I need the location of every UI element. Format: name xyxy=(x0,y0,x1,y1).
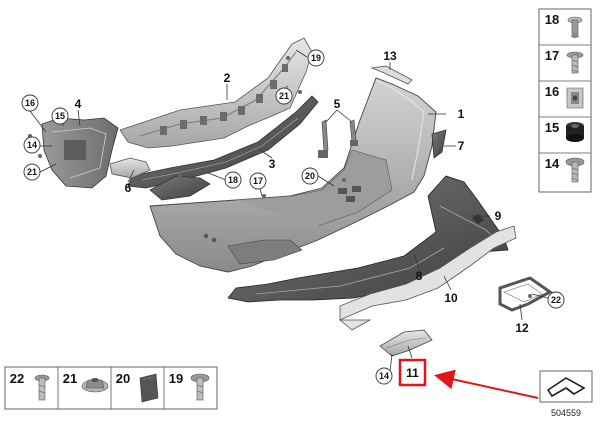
part-carrier-strip xyxy=(127,95,319,189)
callout-14b: 14 xyxy=(379,371,389,381)
nut-icon xyxy=(81,378,109,393)
legend-right: 18 17 16 15 14 xyxy=(538,8,592,193)
callout-6: 6 xyxy=(125,181,132,195)
legend-bottom-label-21: 21 xyxy=(63,371,77,386)
callout-2: 2 xyxy=(224,71,231,85)
callout-21a: 21 xyxy=(27,167,37,177)
callout-8: 8 xyxy=(416,269,423,283)
callout-5: 5 xyxy=(334,97,341,111)
part-sensor-bracket xyxy=(318,119,358,158)
callout-20: 20 xyxy=(305,171,315,181)
callout-14a: 14 xyxy=(27,140,37,150)
callout-12: 12 xyxy=(515,321,529,335)
callout-18: 18 xyxy=(228,175,238,185)
legend-right-label-14: 14 xyxy=(545,156,560,171)
part-side-bracket xyxy=(41,117,119,189)
part-mount-bracket xyxy=(379,329,433,357)
callout-13: 13 xyxy=(383,49,397,63)
callout-4: 4 xyxy=(75,97,82,111)
part-frame xyxy=(498,276,553,312)
clip-icon xyxy=(567,16,583,38)
highlight-box-11 xyxy=(398,358,427,387)
part-trim-strip xyxy=(370,65,413,85)
screw-icon xyxy=(566,51,584,74)
callout-22: 22 xyxy=(551,295,561,305)
legend-right-label-16: 16 xyxy=(545,84,559,99)
part-trim-ring xyxy=(338,225,517,331)
highlight-arrow xyxy=(434,369,539,399)
callout-9: 9 xyxy=(495,209,502,223)
callout-17: 17 xyxy=(253,176,263,186)
callout-15: 15 xyxy=(55,111,65,121)
legend-right-label-18: 18 xyxy=(545,12,559,27)
callout-1: 1 xyxy=(458,107,465,121)
car-direction-icon xyxy=(539,370,593,403)
part-bumper-panel xyxy=(149,77,437,273)
part-carrier-bracket xyxy=(119,37,313,149)
callout-7: 7 xyxy=(458,139,465,153)
nut-clip-icon xyxy=(566,87,584,109)
legend-bottom-label-19: 19 xyxy=(169,371,183,386)
callout-16: 16 xyxy=(25,98,35,108)
bolt-icon xyxy=(34,374,50,401)
legend-bottom: 22 21 20 19 xyxy=(4,366,218,410)
callout-21b: 21 xyxy=(279,91,289,101)
diagram-id: 504559 xyxy=(551,408,581,418)
callout-11: 11 xyxy=(406,366,419,380)
pad-icon xyxy=(139,373,159,403)
legend-right-label-15: 15 xyxy=(545,120,559,135)
legend-right-label-17: 17 xyxy=(545,48,559,63)
part-reflector-bracket xyxy=(109,157,211,201)
legend-bottom-label-20: 20 xyxy=(116,371,130,386)
screw-icon xyxy=(565,157,585,183)
part-side-reflector xyxy=(431,129,447,159)
legend-bottom-label-22: 22 xyxy=(10,371,24,386)
grommet-icon xyxy=(566,122,584,142)
leader-lines xyxy=(29,49,549,373)
callout-3: 3 xyxy=(269,157,276,171)
flange-screw-icon xyxy=(190,373,210,401)
callout-19: 19 xyxy=(311,53,321,63)
callout-10: 10 xyxy=(444,291,458,305)
circled-callouts xyxy=(21,49,565,385)
